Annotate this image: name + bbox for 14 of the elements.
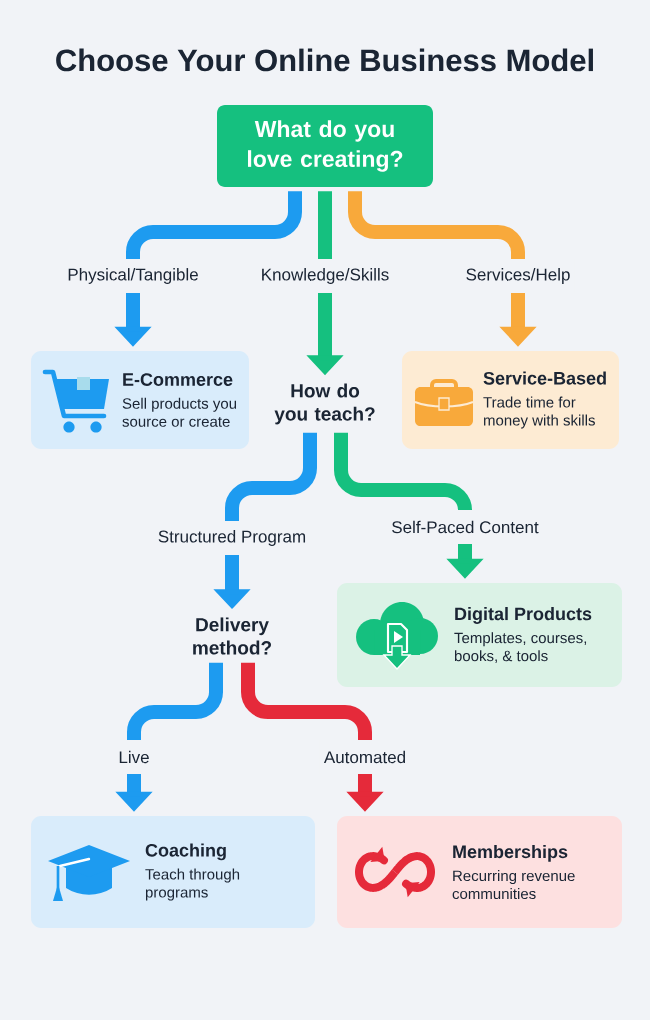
question-text: Delivery method? — [193, 617, 271, 655]
edge-label: Automated — [319, 740, 411, 774]
edge-label: Live — [114, 740, 154, 774]
edge-label: Physical/Tangible — [63, 259, 203, 293]
option-card: E-Commerce Sell products you source or create — [31, 351, 249, 449]
edge-label: Structured Program — [153, 521, 311, 555]
option-card: Memberships Recurring revenue communities — [337, 816, 622, 928]
title: Choose Your Online Business Model — [56, 48, 593, 72]
option-card: Coaching Teach through programs — [31, 816, 315, 928]
question-text: How do you teach? — [274, 383, 375, 425]
question-box: What do you love creating? — [217, 105, 433, 187]
edge-label: Knowledge/Skills — [256, 259, 394, 293]
edge-label: Self-Paced Content — [387, 510, 543, 544]
edge-label: Services/Help — [461, 259, 575, 293]
